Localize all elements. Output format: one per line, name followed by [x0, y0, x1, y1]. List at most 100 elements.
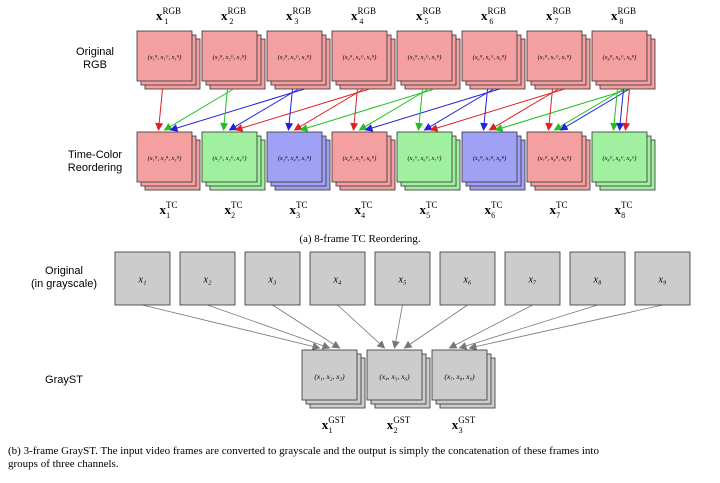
rgb-frame-text: (x₁ᴿ, x₁ᴳ, x₁ᴮ) — [148, 54, 182, 61]
gst-frame-text: (x₇, x₈, x₉) — [444, 372, 475, 381]
row-label-time-color-1: Time-Color — [68, 149, 122, 161]
tc-arrow — [364, 88, 500, 132]
rgb-frame-2: (x₂ᴿ, x₂ᴳ, x₂ᴮ) — [201, 30, 266, 90]
gray-frame-box — [634, 251, 691, 306]
frame-layer — [366, 349, 423, 401]
rgb-frame-text: (x₂ᴿ, x₂ᴳ, x₂ᴮ) — [213, 54, 247, 61]
row-label-time-color-2: Reordering — [68, 162, 122, 174]
gray-frame-text: x₂ — [203, 275, 212, 286]
tc-arrow — [423, 88, 494, 131]
tc-frame-text: (x₁ᴿ, x₂ᴿ, x₃ᴿ) — [148, 155, 182, 162]
row-label-original-rgb-2: RGB — [83, 59, 107, 71]
gst-arrow — [337, 304, 386, 349]
rgb-frame-8: (x₈ᴿ, x₈ᴳ, x₈ᴮ) — [591, 30, 656, 90]
tc-frame-5: (x₅ᴳ, x₆ᴳ, x₇ᴳ) — [396, 131, 461, 191]
tc-arrow — [622, 88, 631, 131]
gst-arrow — [272, 304, 341, 349]
gst-arrow — [142, 304, 321, 351]
frame-layer — [201, 30, 258, 82]
row-label-original-gray-1: Original — [45, 265, 83, 277]
frame-layer — [526, 30, 583, 82]
gst-arrow — [448, 304, 533, 349]
frame-layer — [331, 131, 388, 183]
frame-layer — [591, 131, 648, 183]
tc-frame-1: (x₁ᴿ, x₂ᴿ, x₃ᴿ) — [136, 131, 201, 191]
gray-frame-box — [504, 251, 561, 306]
gst-arrow — [468, 304, 663, 351]
tc-arrow — [545, 88, 554, 131]
gst-frame-text: (x₄, x₅, x₆) — [379, 372, 410, 381]
gray-frame-1: x₁ — [114, 251, 171, 306]
tc-arrow — [299, 88, 435, 132]
gray-frame-box — [569, 251, 626, 306]
tc-frame-8: (x₈ᴳ, x₈ᴳ, x₈ᴳ) — [591, 131, 656, 191]
tc-arrow — [293, 88, 364, 131]
tc-arrow — [616, 88, 625, 131]
gray-frame-text: x₃ — [268, 275, 277, 286]
frame-layer — [461, 30, 518, 82]
gst-frame-1: (x₁, x₂, x₃) — [301, 349, 366, 409]
rgb-frame-6: (x₆ᴿ, x₆ᴳ, x₆ᴮ) — [461, 30, 526, 90]
rgb-frame-text: (x₅ᴿ, x₅ᴳ, x₅ᴮ) — [408, 54, 442, 61]
frame-layer — [136, 30, 193, 82]
gray-frame-3: x₃ — [244, 251, 301, 306]
rgb-frame-text: (x₆ᴿ, x₆ᴳ, x₆ᴮ) — [473, 54, 507, 61]
gst-arrow — [403, 304, 468, 349]
tc-arrow — [350, 88, 359, 131]
tc-arrow — [358, 88, 429, 131]
tc-arrow — [228, 88, 299, 131]
gray-frame-box — [309, 251, 366, 306]
tc-frame-3: (x₃ᴮ, x₄ᴮ, x₅ᴮ) — [266, 131, 331, 191]
row-label-original-rgb-1: Original — [76, 46, 114, 58]
gray-frame-box — [179, 251, 236, 306]
tc-frame-text: (x₈ᴳ, x₈ᴳ, x₈ᴳ) — [602, 155, 636, 162]
tc-frame-4: (x₄ᴿ, x₅ᴿ, x₆ᴿ) — [331, 131, 396, 191]
tc-arrow — [553, 88, 624, 131]
frame-layer — [396, 30, 453, 82]
frame-layer — [431, 349, 488, 401]
gray-frame-box — [114, 251, 171, 306]
gray-frame-text: x₁ — [138, 275, 147, 286]
tc-arrow — [155, 88, 164, 131]
rgb-frame-4: (x₄ᴿ, x₄ᴳ, x₄ᴮ) — [331, 30, 396, 90]
tc-frame-6: (x₆ᴮ, x₇ᴮ, x₈ᴮ) — [461, 131, 526, 191]
frame-layer — [266, 30, 323, 82]
tc-frame-text: (x₂ᴳ, x₃ᴳ, x₄ᴳ) — [212, 155, 246, 162]
rgb-frame-text: (x₃ᴿ, x₃ᴳ, x₃ᴮ) — [278, 54, 312, 61]
rgb-frame-7: (x₇ᴿ, x₇ᴳ, x₇ᴮ) — [526, 30, 591, 90]
tc-frame-text: (x₅ᴳ, x₆ᴳ, x₇ᴳ) — [407, 155, 441, 162]
frame-layer — [526, 131, 583, 183]
caption-b-line2: groups of three channels. — [8, 458, 119, 470]
rgb-frame-1: (x₁ᴿ, x₁ᴳ, x₁ᴮ) — [136, 30, 201, 90]
gray-frame-text: x₉ — [658, 275, 667, 286]
gst-arrow — [391, 304, 403, 349]
gray-frame-box — [374, 251, 431, 306]
gst-arrow — [458, 304, 598, 350]
rgb-frame-text: (x₄ᴿ, x₄ᴳ, x₄ᴮ) — [343, 54, 377, 61]
rgb-frame-text: (x₈ᴿ, x₈ᴳ, x₈ᴮ) — [603, 54, 637, 61]
gray-frame-5: x₅ — [374, 251, 431, 306]
tc-arrow — [415, 88, 424, 131]
row-label-original-gray-2: (in grayscale) — [31, 278, 97, 290]
tc-arrow — [169, 88, 305, 132]
gst-frame-text: (x₁, x₂, x₃) — [314, 372, 345, 381]
gst-arrow-group — [142, 304, 663, 351]
gray-frame-8: x₈ — [569, 251, 626, 306]
